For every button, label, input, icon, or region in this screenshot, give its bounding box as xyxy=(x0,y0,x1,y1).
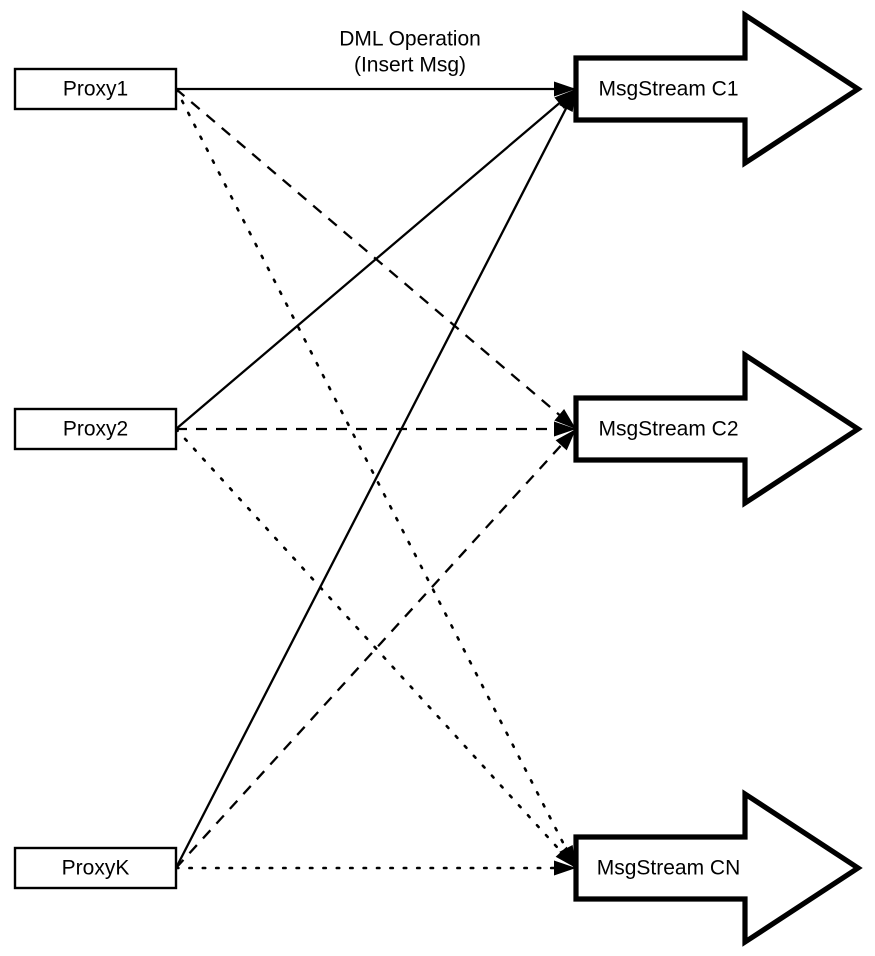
connector-layer xyxy=(174,87,578,870)
msgstream-layer: MsgStream C1 MsgStream C2 MsgStream CN xyxy=(573,10,863,947)
proxy-box-outline xyxy=(13,407,178,451)
block-arrow-icon xyxy=(573,350,863,508)
msgstream-label: MsgStream C1 xyxy=(598,78,738,101)
arrowhead-tip xyxy=(554,89,576,109)
proxy-node-proxy1[interactable]: Proxy1 xyxy=(13,67,178,111)
arrowhead-tip xyxy=(555,429,576,451)
connector-line-solid xyxy=(175,88,577,430)
msgstream-label: MsgStream C2 xyxy=(598,418,738,441)
msgstream-label: MsgStream CN xyxy=(597,857,741,880)
proxy-node-proxy2[interactable]: Proxy2 xyxy=(13,407,178,451)
connector-line-dotted xyxy=(174,427,578,870)
proxy-box-outline xyxy=(13,67,178,111)
connector-line-solid xyxy=(174,88,578,869)
edge-caption-line-2: (Insert Msg) xyxy=(354,54,466,77)
arrowhead-tip xyxy=(554,860,576,876)
proxy-label: Proxy1 xyxy=(63,78,128,101)
proxy-label: ProxyK xyxy=(62,857,130,880)
arrowhead-layer xyxy=(554,81,576,876)
arrowhead-tip xyxy=(554,409,576,429)
arrowhead-tip xyxy=(554,421,576,437)
arrowhead-tip xyxy=(559,89,576,112)
arrowhead-tip xyxy=(555,846,576,868)
msgstream-cn[interactable]: MsgStream CN xyxy=(573,789,863,947)
connector-proxy2-c1[interactable] xyxy=(175,88,577,430)
msgstream-c2[interactable]: MsgStream C2 xyxy=(573,350,863,508)
connector-proxyk-c1[interactable] xyxy=(174,88,578,869)
msgstream-c1[interactable]: MsgStream C1 xyxy=(573,10,863,168)
block-arrow-icon xyxy=(573,10,863,168)
proxy-node-proxyk[interactable]: ProxyK xyxy=(13,846,178,890)
head-c2 xyxy=(554,409,576,451)
head-c1 xyxy=(554,81,576,112)
head-cn xyxy=(554,845,576,876)
arrowhead-tip xyxy=(554,81,576,97)
proxy-label: Proxy2 xyxy=(63,418,128,441)
connector-proxy2-cn[interactable] xyxy=(174,427,578,870)
block-arrow-icon xyxy=(573,789,863,947)
edge-caption-line-1: DML Operation xyxy=(339,28,481,51)
proxy-box-outline xyxy=(13,846,178,890)
